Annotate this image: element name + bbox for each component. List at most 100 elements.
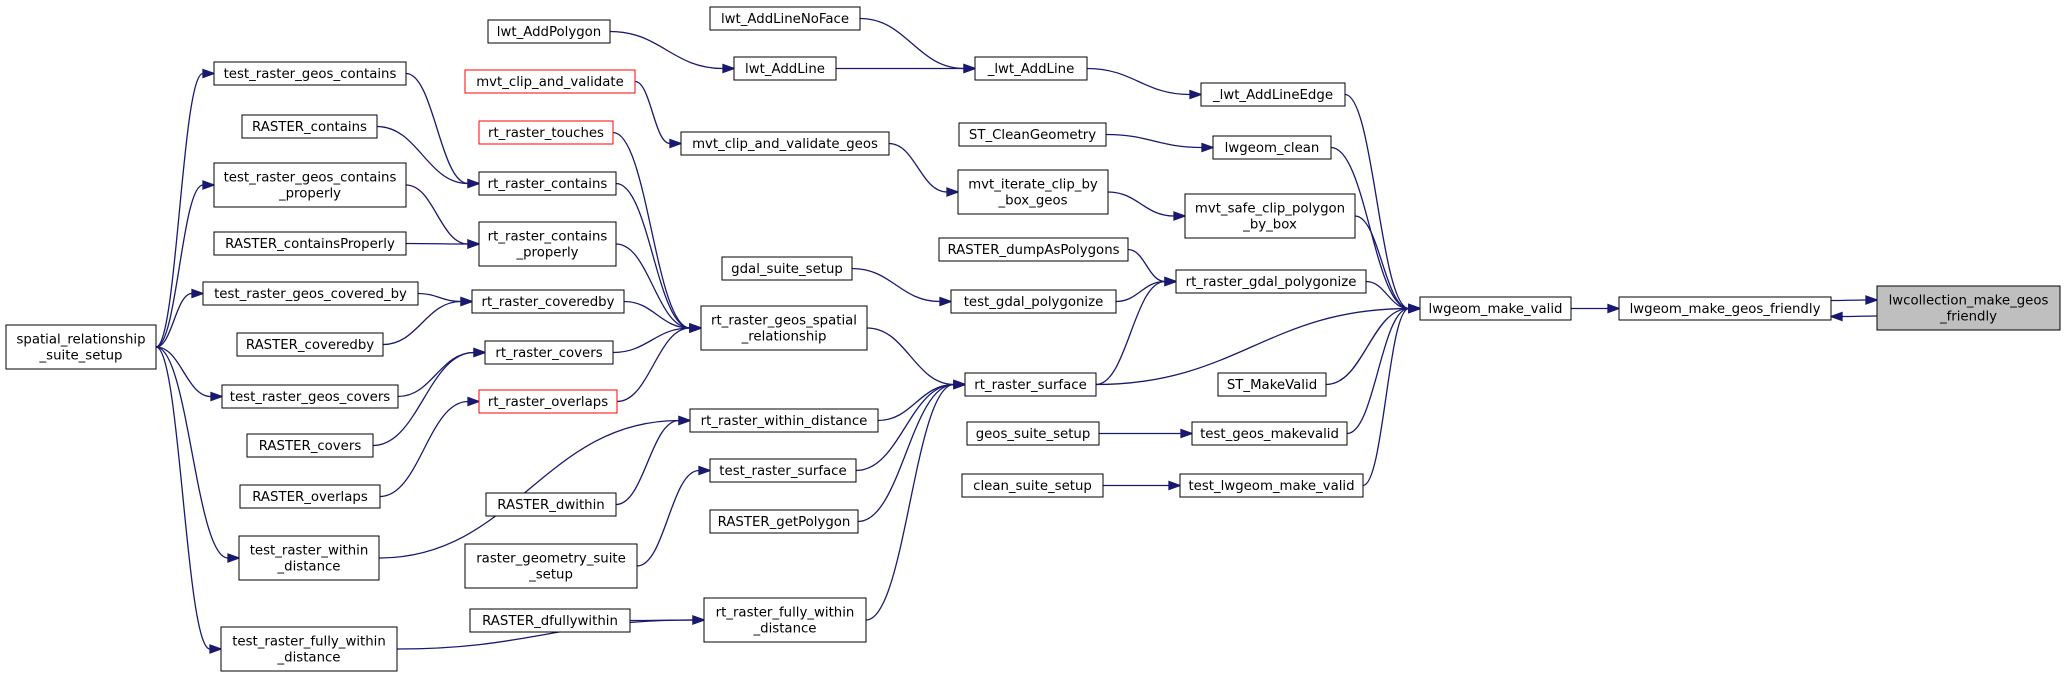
arrowhead-icon bbox=[1408, 303, 1422, 314]
node-test_raster_geos_covered_by[interactable]: test_raster_geos_covered_by bbox=[202, 281, 419, 306]
node-test_raster_within_distance[interactable]: test_raster_within_distance bbox=[238, 535, 380, 581]
node-rt_raster_surface[interactable]: rt_raster_surface bbox=[964, 372, 1097, 397]
arrowhead-icon bbox=[1201, 142, 1215, 153]
node-box bbox=[1191, 421, 1348, 446]
node-RASTER_dfullywithin[interactable]: RASTER_dfullywithin bbox=[469, 608, 631, 633]
node-box bbox=[478, 221, 617, 267]
node-_lwt_AddLine[interactable]: _lwt_AddLine bbox=[974, 56, 1088, 81]
node-label: _lwt_AddLine bbox=[987, 62, 1075, 77]
node-label: RASTER_covers bbox=[259, 439, 362, 454]
node-test_raster_geos_contains[interactable]: test_raster_geos_contains bbox=[213, 61, 407, 86]
arrowhead-icon bbox=[209, 644, 223, 654]
node-box bbox=[464, 69, 636, 94]
edge-line bbox=[1365, 280, 1410, 310]
node-label: rt_raster_touches bbox=[488, 126, 604, 141]
node-mvt_iterate_clip_by_box_geos[interactable]: mvt_iterate_clip_by_box_geos bbox=[957, 169, 1109, 215]
arrowhead-icon bbox=[698, 465, 712, 476]
node-test_geos_makevalid[interactable]: test_geos_makevalid bbox=[1191, 421, 1348, 446]
node-RASTER_getPolygon[interactable]: RASTER_getPolygon bbox=[709, 509, 859, 534]
node-lwt_AddLine[interactable]: lwt_AddLine bbox=[733, 56, 837, 81]
arrowhead-icon bbox=[202, 68, 216, 79]
node-rt_raster_contains[interactable]: rt_raster_contains bbox=[478, 171, 617, 196]
edge-lwgeom_make_valid-mvt_safe_clip_polygon_by_box bbox=[1354, 215, 1422, 314]
node-lwcollection_make_geos_friendly: lwcollection_make_geos_friendly bbox=[1876, 285, 2061, 331]
edge-line bbox=[609, 30, 724, 70]
node-_lwt_AddLineEdge[interactable]: _lwt_AddLineEdge bbox=[1200, 82, 1346, 107]
node-ST_MakeValid[interactable]: ST_MakeValid bbox=[1217, 372, 1327, 397]
node-test_raster_fully_within_distance[interactable]: test_raster_fully_within_distance bbox=[220, 626, 398, 672]
node-test_raster_geos_covers[interactable]: test_raster_geos_covers bbox=[221, 384, 399, 409]
node-rt_raster_contains_properly[interactable]: rt_raster_contains_properly bbox=[478, 221, 617, 267]
edge-line bbox=[378, 419, 680, 559]
node-RASTER_covers[interactable]: RASTER_covers bbox=[246, 433, 374, 458]
node-test_lwgeom_make_valid[interactable]: test_lwgeom_make_valid bbox=[1179, 473, 1364, 498]
node-label: _by_box bbox=[1242, 218, 1297, 233]
node-ST_CleanGeometry[interactable]: ST_CleanGeometry bbox=[958, 122, 1107, 147]
node-mvt_clip_and_validate_geos[interactable]: mvt_clip_and_validate_geos bbox=[680, 131, 890, 156]
node-RASTER_dumpAsPolygons[interactable]: RASTER_dumpAsPolygons bbox=[938, 237, 1129, 262]
node-rt_raster_geos_spatial_relationship[interactable]: rt_raster_geos_spatial_relationship bbox=[700, 305, 868, 351]
edge-line bbox=[155, 72, 204, 348]
node-lwgeom_clean[interactable]: lwgeom_clean bbox=[1212, 135, 1332, 160]
node-lwt_AddLineNoFace[interactable]: lwt_AddLineNoFace bbox=[709, 6, 861, 31]
node-box bbox=[974, 56, 1088, 81]
node-clean_suite_setup[interactable]: clean_suite_setup bbox=[961, 473, 1104, 498]
edge-_lwt_AddLine-lwt_AddLineNoFace bbox=[859, 17, 977, 74]
arrowhead-icon bbox=[692, 615, 706, 625]
edge-line bbox=[866, 327, 955, 386]
node-label: test_raster_geos_covers bbox=[230, 390, 391, 405]
node-lwt_AddPolygon[interactable]: lwt_AddPolygon bbox=[487, 19, 611, 44]
edge-line bbox=[1115, 280, 1166, 303]
edge-line bbox=[155, 184, 204, 348]
node-RASTER_overlaps[interactable]: RASTER_overlaps bbox=[239, 484, 381, 509]
node-label: geos_suite_setup bbox=[976, 427, 1091, 442]
node-gdal_suite_setup[interactable]: gdal_suite_setup bbox=[721, 256, 853, 281]
node-box bbox=[213, 162, 407, 208]
node-box bbox=[1618, 296, 1832, 321]
node-lwgeom_make_valid[interactable]: lwgeom_make_valid bbox=[1419, 296, 1572, 321]
node-label: test_raster_surface bbox=[719, 464, 846, 479]
edge-line bbox=[855, 383, 955, 472]
node-geos_suite_setup[interactable]: geos_suite_setup bbox=[966, 421, 1100, 446]
node-label: clean_suite_setup bbox=[973, 479, 1092, 494]
node-RASTER_containsProperly[interactable]: RASTER_containsProperly bbox=[213, 231, 407, 256]
arrowhead-icon bbox=[689, 323, 703, 333]
node-box bbox=[220, 626, 398, 672]
node-box bbox=[239, 484, 381, 509]
node-rt_raster_gdal_polygonize[interactable]: rt_raster_gdal_polygonize bbox=[1175, 269, 1367, 294]
node-mvt_clip_and_validate[interactable]: mvt_clip_and_validate bbox=[464, 69, 636, 94]
node-rt_raster_overlaps[interactable]: rt_raster_overlaps bbox=[478, 389, 618, 414]
node-raster_geometry_suite_setup[interactable]: raster_geometry_suite_setup bbox=[464, 543, 638, 589]
node-rt_raster_within_distance[interactable]: rt_raster_within_distance bbox=[689, 408, 879, 433]
node-lwgeom_make_geos_friendly[interactable]: lwgeom_make_geos_friendly bbox=[1618, 296, 1832, 321]
node-RASTER_coveredby[interactable]: RASTER_coveredby bbox=[236, 332, 384, 357]
node-rt_raster_coveredby[interactable]: rt_raster_coveredby bbox=[471, 289, 625, 314]
node-box bbox=[221, 384, 399, 409]
node-test_raster_surface[interactable]: test_raster_surface bbox=[709, 458, 857, 483]
edge-line bbox=[405, 242, 469, 245]
edge-mvt_iterate_clip_by_box_geos-mvt_clip_and_validate_geos bbox=[888, 142, 960, 197]
node-label: _friendly bbox=[1939, 310, 1997, 325]
node-label: rt_raster_covers bbox=[495, 346, 602, 361]
node-rt_raster_covers[interactable]: rt_raster_covers bbox=[484, 340, 614, 365]
edge-test_raster_geos_contains_properly-spatial_relationship_suite_setup bbox=[155, 180, 216, 348]
node-test_gdal_polygonize[interactable]: test_gdal_polygonize bbox=[950, 289, 1117, 314]
node-spatial_relationship_suite_setup[interactable]: spatial_relationship_suite_setup bbox=[5, 324, 157, 370]
edge-line bbox=[1095, 280, 1166, 386]
node-mvt_safe_clip_polygon_by_box[interactable]: mvt_safe_clip_polygon_by_box bbox=[1184, 193, 1356, 239]
node-test_raster_geos_contains_properly[interactable]: test_raster_geos_contains_properly bbox=[213, 162, 407, 208]
node-box bbox=[964, 372, 1097, 397]
node-label: lwt_AddLine bbox=[745, 62, 825, 77]
arrowhead-icon bbox=[1189, 89, 1203, 100]
node-box bbox=[703, 597, 867, 643]
node-label: test_lwgeom_make_valid bbox=[1188, 479, 1354, 494]
node-label: RASTER_dumpAsPolygons bbox=[947, 243, 1119, 258]
arrowhead-icon bbox=[1164, 276, 1178, 287]
edge-line bbox=[155, 346, 212, 398]
edge-line bbox=[155, 292, 193, 348]
node-rt_raster_touches[interactable]: rt_raster_touches bbox=[478, 120, 614, 145]
edge-rt_raster_geos_spatial_relationship-rt_raster_overlaps bbox=[616, 323, 703, 403]
node-RASTER_dwithin[interactable]: RASTER_dwithin bbox=[485, 492, 617, 517]
node-rt_raster_fully_within_distance[interactable]: rt_raster_fully_within_distance bbox=[703, 597, 867, 643]
node-RASTER_contains[interactable]: RASTER_contains bbox=[241, 114, 378, 139]
